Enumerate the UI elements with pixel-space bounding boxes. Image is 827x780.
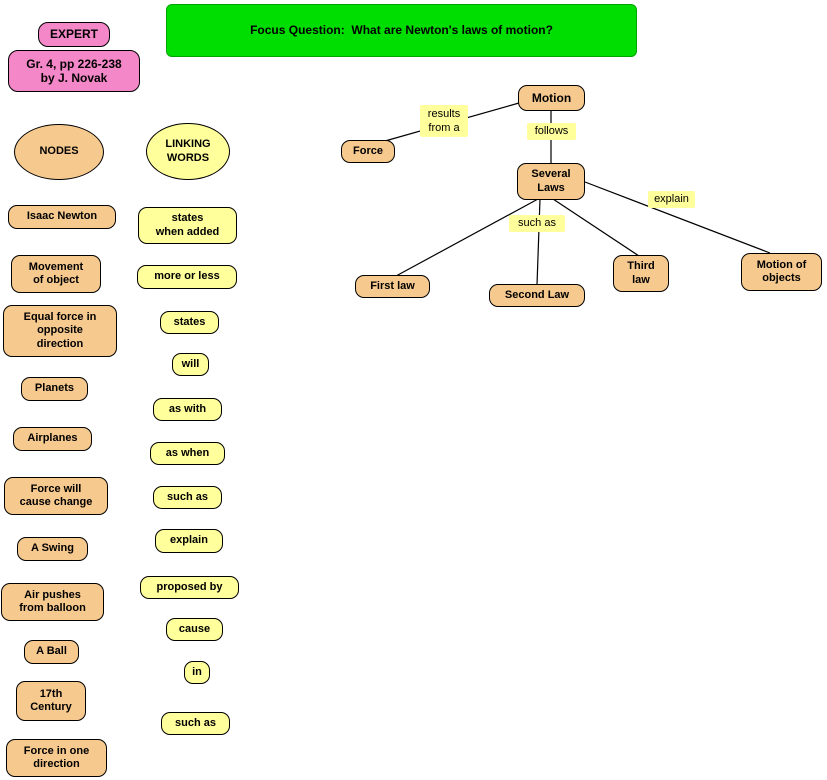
linking-item-as-when[interactable]: as when [150, 442, 225, 465]
node-item-a-ball[interactable]: A Ball [24, 640, 79, 664]
linking-item-more-or-less[interactable]: more or less [137, 265, 237, 289]
node-item-17th-century[interactable]: 17th Century [16, 681, 86, 721]
concept-motion-of-objects[interactable]: Motion of objects [741, 253, 822, 291]
linking-item-in[interactable]: in [184, 661, 210, 684]
linking-item-such-as-2[interactable]: such as [161, 712, 230, 735]
focus-question[interactable]: Focus Question: What are Newton's laws o… [166, 4, 637, 57]
node-item-air-pushes-from-balloon[interactable]: Air pushes from balloon [1, 583, 104, 621]
concept-several-laws[interactable]: Several Laws [517, 163, 585, 200]
linking-item-explain[interactable]: explain [155, 529, 223, 553]
linking-item-as-with[interactable]: as with [153, 398, 222, 421]
linking-item-cause[interactable]: cause [166, 618, 223, 641]
node-item-movement-of-object[interactable]: Movement of object [11, 255, 101, 293]
edge-several-laws-third-law [552, 198, 640, 257]
concept-force[interactable]: Force [341, 140, 395, 163]
concept-second-law[interactable]: Second Law [489, 284, 585, 307]
link-label-such-as[interactable]: such as [509, 215, 565, 232]
linking-item-states-when-added[interactable]: states when added [138, 207, 237, 244]
linking-item-proposed-by[interactable]: proposed by [140, 576, 239, 599]
linking-item-will[interactable]: will [172, 353, 209, 376]
concept-third-law[interactable]: Third law [613, 255, 669, 292]
node-item-force-in-one-direction[interactable]: Force in one direction [6, 739, 107, 777]
node-item-equal-force[interactable]: Equal force in opposite direction [3, 305, 117, 357]
node-item-airplanes[interactable]: Airplanes [13, 427, 92, 451]
linking-item-states[interactable]: states [160, 311, 219, 334]
node-item-planets[interactable]: Planets [21, 377, 88, 401]
nodes-ellipse[interactable]: NODES [14, 124, 104, 180]
concept-first-law[interactable]: First law [355, 275, 430, 298]
link-label-explain[interactable]: explain [648, 191, 695, 208]
source-badge[interactable]: Gr. 4, pp 226-238 by J. Novak [8, 50, 140, 92]
edge-several-laws-second-law [536, 198, 541, 286]
concept-motion[interactable]: Motion [518, 85, 585, 111]
edge-several-laws-first-law [395, 198, 539, 277]
edge-several-laws-motion-of-objects [584, 181, 771, 254]
linking-words-ellipse[interactable]: LINKING WORDS [146, 123, 230, 180]
node-item-isaac-newton[interactable]: Isaac Newton [8, 205, 116, 229]
node-item-a-swing[interactable]: A Swing [17, 537, 88, 561]
expert-badge[interactable]: EXPERT [38, 22, 110, 47]
link-label-follows[interactable]: follows [527, 123, 576, 140]
linking-item-such-as[interactable]: such as [153, 486, 222, 509]
node-item-force-will-cause-change[interactable]: Force will cause change [4, 477, 108, 515]
link-label-results-from-a[interactable]: results from a [420, 105, 468, 137]
